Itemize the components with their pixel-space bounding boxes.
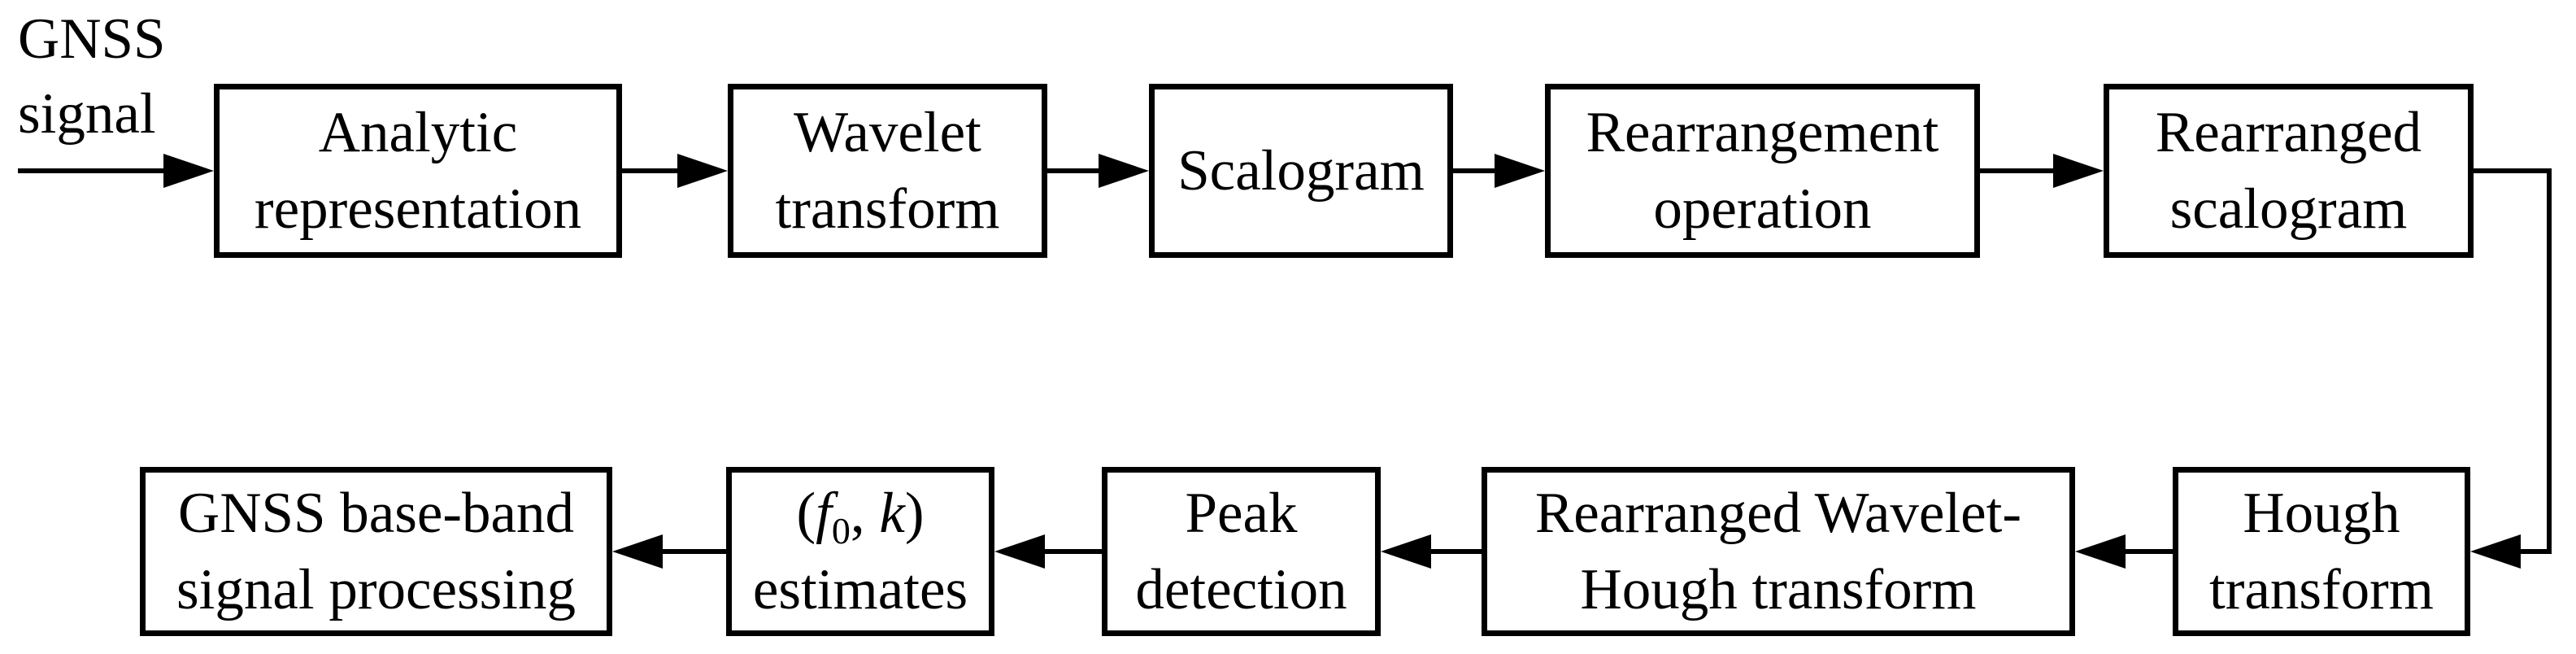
arrowhead-left-icon <box>2075 534 2126 569</box>
connector-horizontal-top <box>2474 168 2552 173</box>
estimates-word: estimates <box>752 558 968 621</box>
arrow-shaft <box>661 549 726 554</box>
node-scalogram-label: Scalogram <box>1177 139 1425 203</box>
arrow-shaft <box>1980 168 2055 173</box>
comma-separator: , <box>850 482 880 545</box>
node-rearranged-scalogram-label: Rearranged scalogram <box>2155 101 2422 241</box>
gnss-signal-input-label: GNSS signal <box>18 7 166 146</box>
node-rearranged-wavelet-hough-label: Rearranged Wavelet- Hough transform <box>1534 482 2022 621</box>
node-rearrangement-operation: Rearrangement operation <box>1545 84 1980 258</box>
arrow-shaft <box>1429 549 1482 554</box>
node-peak-detection-label: Peak detection <box>1135 482 1347 621</box>
node-rearranged-scalogram: Rearranged scalogram <box>2104 84 2474 258</box>
arrowhead-left-icon <box>994 534 1045 569</box>
k-symbol: k <box>879 482 905 545</box>
node-gnss-baseband-processing-label: GNSS base-band signal processing <box>176 482 576 621</box>
arrowhead-right-icon <box>1099 154 1149 188</box>
arrowhead-right-icon <box>2053 154 2104 188</box>
node-rearranged-wavelet-hough: Rearranged Wavelet- Hough transform <box>1482 467 2075 636</box>
paren-close: ) <box>904 482 925 545</box>
node-rearrangement-operation-label: Rearrangement operation <box>1586 101 1939 241</box>
node-peak-detection: Peak detection <box>1102 467 1381 636</box>
arrow-shaft <box>622 168 679 173</box>
arrowhead-left-icon <box>612 534 663 569</box>
node-hough-transform: Hough transform <box>2173 467 2470 636</box>
f0-symbol: f <box>816 482 832 545</box>
connector-vertical <box>2547 168 2552 552</box>
arrowhead-left-icon <box>2470 534 2521 569</box>
node-hough-transform-label: Hough transform <box>2208 482 2435 621</box>
arrowhead-left-icon <box>1381 534 1431 569</box>
arrow-shaft <box>1043 549 1102 554</box>
node-f0k-estimates-label: (f0, k) estimates <box>753 475 968 628</box>
node-f0k-estimates: (f0, k) estimates <box>726 467 994 636</box>
f0-subscript: 0 <box>831 510 851 552</box>
arrow-shaft <box>1047 168 1100 173</box>
node-scalogram: Scalogram <box>1149 84 1453 258</box>
arrowhead-right-icon <box>677 154 728 188</box>
arrowhead-right-icon <box>163 154 214 188</box>
node-analytic-representation: Analytic representation <box>214 84 622 258</box>
node-gnss-baseband-processing: GNSS base-band signal processing <box>140 467 612 636</box>
arrowhead-right-icon <box>1495 154 1545 188</box>
arrow-shaft <box>18 168 164 173</box>
node-wavelet-transform: Wavelet transform <box>728 84 1047 258</box>
paren-open: ( <box>796 482 816 545</box>
f0k-math-expression: (f0, k) <box>796 475 924 552</box>
connector-horizontal-bottom <box>2517 549 2552 554</box>
node-wavelet-transform-label: Wavelet transform <box>775 101 1000 241</box>
arrow-shaft <box>2124 549 2173 554</box>
node-analytic-representation-label: Analytic representation <box>254 101 582 241</box>
arrow-shaft <box>1453 168 1496 173</box>
